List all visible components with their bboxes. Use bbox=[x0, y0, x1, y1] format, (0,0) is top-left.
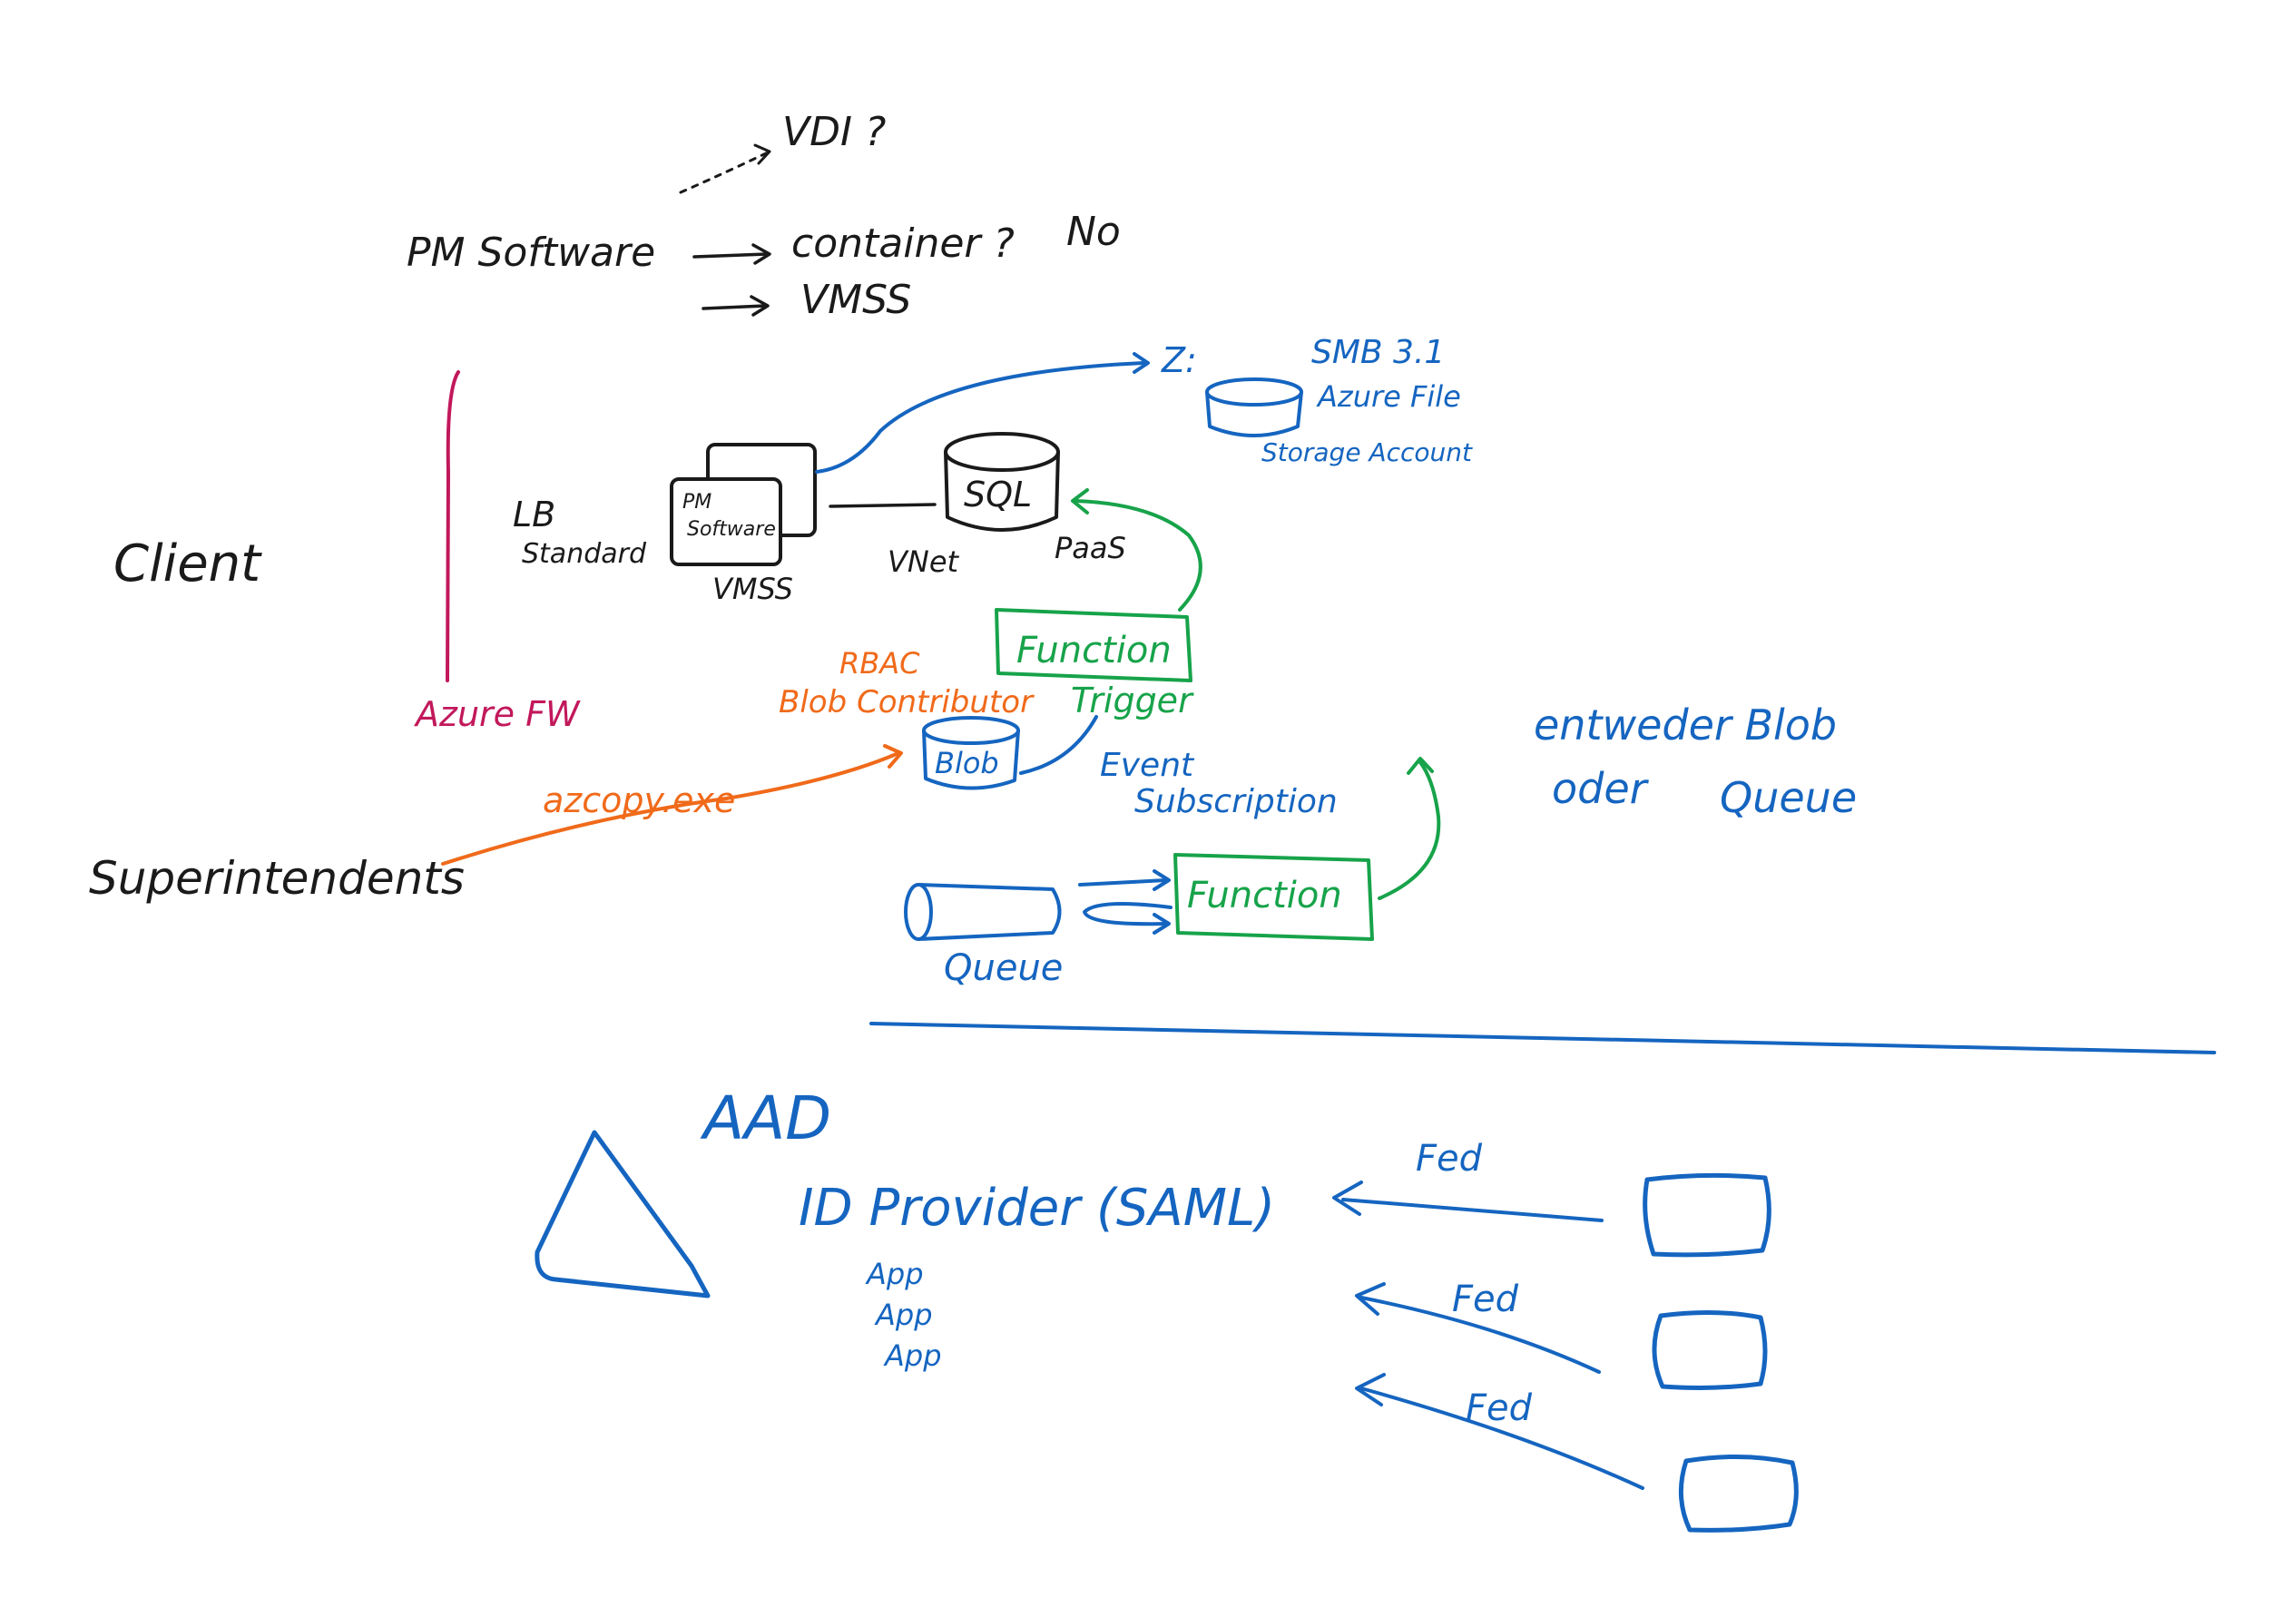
arrowhead-upward bbox=[1407, 757, 1434, 775]
external-idp-box-3 bbox=[1678, 1454, 1799, 1533]
z-drive-label: Z: bbox=[1161, 340, 1197, 380]
azcopy-connection bbox=[441, 751, 900, 866]
fed-label-2: Fed bbox=[1452, 1279, 1519, 1320]
trigger-label: Trigger bbox=[1071, 681, 1194, 720]
vm-software-label: Software bbox=[687, 518, 776, 541]
architecture-section: Client Azure FW LB Standard PM Software … bbox=[89, 334, 1857, 989]
arrowhead-vdi bbox=[753, 143, 771, 165]
arrowhead-z-drive bbox=[1133, 352, 1150, 374]
vnet-label: VNet bbox=[888, 544, 960, 579]
fed-arrow-1 bbox=[1341, 1198, 1604, 1222]
arrowhead-function-1 bbox=[1153, 869, 1171, 891]
identity-section: AAD ID Provider (SAML) App App App Fed F… bbox=[535, 1083, 1799, 1533]
app-label-2: App bbox=[874, 1298, 933, 1332]
arrow-to-container bbox=[692, 252, 769, 259]
superintendents-label: Superintendents bbox=[89, 852, 465, 905]
vdi-label: VDI ? bbox=[782, 109, 886, 155]
blob-storage-icon bbox=[922, 716, 1020, 790]
aad-label: AAD bbox=[700, 1083, 831, 1153]
container-label: container ? bbox=[791, 220, 1015, 267]
oder-label: oder bbox=[1552, 764, 1650, 813]
storage-account-label: Storage Account bbox=[1261, 437, 1473, 467]
event-label: Event bbox=[1100, 747, 1195, 784]
azure-file-label: Azure File bbox=[1316, 379, 1461, 414]
vnet-connection bbox=[829, 503, 937, 508]
triangle-shape bbox=[535, 1130, 711, 1298]
function-to-queue-arrow bbox=[1083, 902, 1173, 926]
arrowhead-container bbox=[751, 243, 771, 265]
function-queue-box bbox=[1173, 853, 1374, 941]
vmss-front-box bbox=[670, 477, 782, 566]
app-label-3: App bbox=[883, 1338, 942, 1373]
id-provider-label: ID Provider (SAML) bbox=[799, 1179, 1275, 1238]
storage-account-icon bbox=[1205, 377, 1303, 437]
sql-label: SQL bbox=[964, 475, 1032, 514]
pm-software-label: PM Software bbox=[407, 230, 655, 276]
azure-fw-label: Azure FW bbox=[413, 694, 581, 734]
vm-pm-label: PM bbox=[682, 491, 711, 514]
top-section: VDI ? PM Software container ? No VMSS bbox=[407, 109, 1121, 323]
lb-label: LB bbox=[513, 495, 555, 534]
arrowhead-vmss-option bbox=[750, 295, 770, 317]
external-idp-box-2 bbox=[1652, 1309, 1768, 1390]
function-to-sql-connection bbox=[1074, 499, 1202, 612]
azure-fw-line bbox=[446, 370, 460, 682]
vmss-label: VMSS bbox=[712, 572, 793, 606]
azcopy-label: azcopy.exe bbox=[543, 780, 735, 820]
fed-arrow-2 bbox=[1359, 1296, 1601, 1374]
arrowhead-function-2 bbox=[1153, 913, 1171, 935]
paas-label: PaaS bbox=[1055, 531, 1126, 565]
external-idp-box-1 bbox=[1643, 1172, 1771, 1258]
subscription-label: Subscription bbox=[1134, 783, 1338, 820]
no-label: No bbox=[1066, 209, 1121, 255]
queue-icon bbox=[904, 883, 1062, 941]
app-label-1: App bbox=[865, 1257, 924, 1291]
fed-arrowhead-3 bbox=[1355, 1373, 1386, 1406]
function-upward-connection bbox=[1378, 760, 1441, 900]
arrowhead-sql bbox=[1071, 488, 1089, 514]
smb-label: SMB 3.1 bbox=[1311, 334, 1445, 371]
rbac-label: RBAC bbox=[839, 646, 920, 681]
fed-label-3: Fed bbox=[1466, 1387, 1533, 1429]
vm-to-z-drive-connection bbox=[815, 361, 1145, 474]
section-divider bbox=[869, 1022, 2216, 1054]
entweder-blob-label: entweder Blob bbox=[1534, 701, 1837, 750]
fed-arrow-3 bbox=[1359, 1387, 1644, 1490]
arrowhead-blob bbox=[883, 744, 903, 769]
blob-to-function-connection bbox=[1019, 715, 1098, 775]
blob-label: Blob bbox=[935, 746, 999, 780]
queue-word-label: Queue bbox=[1720, 773, 1857, 822]
function-trigger-box-label: Function bbox=[1016, 630, 1172, 671]
fed-arrowhead-2 bbox=[1355, 1282, 1386, 1316]
lb-standard-label: Standard bbox=[522, 538, 647, 570]
dashed-arrow-to-vdi bbox=[679, 151, 770, 194]
fed-arrowhead-1 bbox=[1332, 1181, 1363, 1216]
arrow-to-vmss-option bbox=[702, 304, 767, 310]
sql-database-icon bbox=[944, 432, 1060, 532]
queue-to-function-arrow bbox=[1078, 878, 1168, 887]
fed-label-1: Fed bbox=[1416, 1138, 1483, 1180]
function-trigger-box bbox=[995, 608, 1192, 682]
vmss-option-label: VMSS bbox=[800, 277, 911, 323]
function-queue-box-label: Function bbox=[1187, 875, 1342, 916]
queue-label: Queue bbox=[944, 947, 1063, 989]
blob-contributor-label: Blob Contributor bbox=[779, 684, 1035, 720]
client-label: Client bbox=[113, 534, 262, 593]
